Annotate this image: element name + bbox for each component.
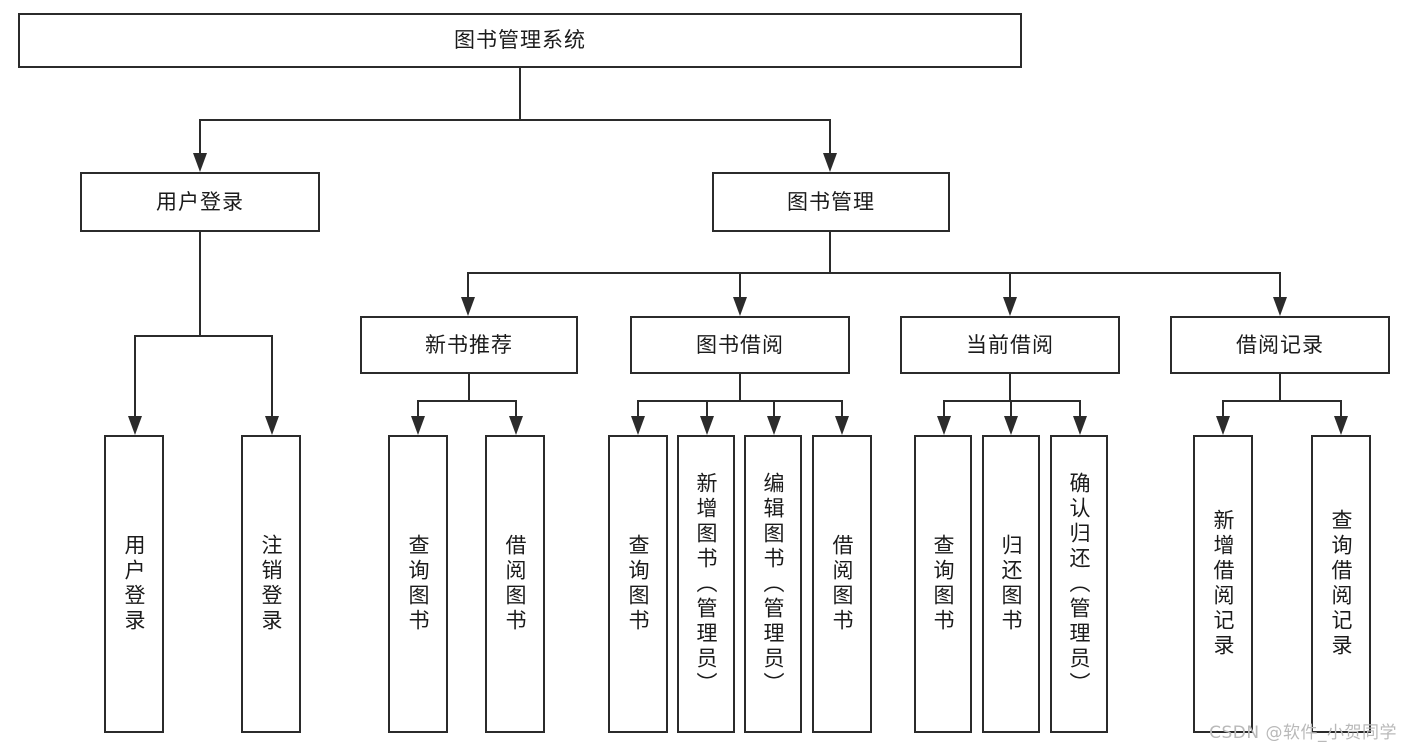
node-leaf-logout-label: 注销登录	[259, 534, 284, 634]
node-leaf-add-record[interactable]: 新增借阅记录	[1193, 435, 1253, 733]
node-user-login[interactable]: 用户登录	[80, 172, 320, 232]
connector-root-to-user-login	[199, 119, 201, 153]
node-root-label: 图书管理系统	[454, 28, 586, 53]
connector-user-login-stem	[199, 232, 201, 335]
connector-user-login-to-leaf-user-login	[134, 335, 136, 416]
connector-book-borrow-bus	[637, 400, 843, 402]
connector-current-borrow-stem	[1009, 374, 1011, 400]
watermark-text: CSDN @软件_小贺同学	[1209, 723, 1397, 743]
node-leaf-query-book-3-label: 查询图书	[931, 534, 956, 634]
arrowhead-root-to-user-login	[193, 153, 207, 172]
connector-root-bus	[199, 119, 831, 121]
connector-root-stem	[519, 68, 521, 119]
connector-current-borrow-to-leaf-1	[943, 400, 945, 416]
connector-book-manage-to-borrow-record	[1279, 272, 1281, 297]
node-leaf-add-book[interactable]: 新增图书（管理员）	[677, 435, 735, 733]
node-leaf-query-record-label: 查询借阅记录	[1329, 509, 1354, 659]
arrowhead-book-borrow-to-leaf-3	[767, 416, 781, 435]
arrowhead-borrow-record-to-leaf-1	[1216, 416, 1230, 435]
node-leaf-borrow-book-1[interactable]: 借阅图书	[485, 435, 545, 733]
arrowhead-user-login-to-leaf-logout	[265, 416, 279, 435]
node-new-book-rec[interactable]: 新书推荐	[360, 316, 578, 374]
node-new-book-rec-label: 新书推荐	[425, 332, 513, 357]
connector-book-manage-to-book-borrow	[739, 272, 741, 297]
node-current-borrow[interactable]: 当前借阅	[900, 316, 1120, 374]
arrowhead-book-borrow-to-leaf-4	[835, 416, 849, 435]
node-leaf-borrow-book-1-label: 借阅图书	[503, 534, 528, 634]
node-leaf-logout[interactable]: 注销登录	[241, 435, 301, 733]
arrowhead-user-login-to-leaf-user-login	[128, 416, 142, 435]
connector-book-borrow-to-leaf-4	[841, 400, 843, 416]
connector-borrow-record-to-leaf-1	[1222, 400, 1224, 416]
arrowhead-borrow-record-to-leaf-2	[1334, 416, 1348, 435]
connector-new-book-rec-stem	[468, 374, 470, 400]
node-leaf-borrow-book-2[interactable]: 借阅图书	[812, 435, 872, 733]
node-leaf-confirm-return-label: 确认归还（管理员）	[1067, 471, 1092, 697]
arrowhead-book-manage-to-borrow-record	[1273, 297, 1287, 316]
arrowhead-current-borrow-to-leaf-3	[1073, 416, 1087, 435]
connector-user-login-to-leaf-logout	[271, 335, 273, 416]
node-leaf-confirm-return[interactable]: 确认归还（管理员）	[1050, 435, 1108, 733]
connector-book-manage-to-new-book-rec	[467, 272, 469, 297]
node-leaf-borrow-book-2-label: 借阅图书	[830, 534, 855, 634]
arrowhead-book-manage-to-book-borrow	[733, 297, 747, 316]
connector-book-manage-bus	[467, 272, 1281, 274]
node-leaf-query-book-1[interactable]: 查询图书	[388, 435, 448, 733]
connector-borrow-record-to-leaf-2	[1340, 400, 1342, 416]
connector-root-to-book-manage	[829, 119, 831, 153]
connector-user-login-bus	[134, 335, 273, 337]
connector-new-book-rec-to-leaf-1	[417, 400, 419, 416]
node-leaf-user-login-label: 用户登录	[122, 534, 147, 634]
node-leaf-add-record-label: 新增借阅记录	[1211, 509, 1236, 659]
arrowhead-new-book-rec-to-leaf-2	[509, 416, 523, 435]
node-leaf-add-book-label: 新增图书（管理员）	[694, 471, 719, 697]
connector-book-manage-stem	[829, 232, 831, 272]
arrowhead-current-borrow-to-leaf-2	[1004, 416, 1018, 435]
node-book-borrow-label: 图书借阅	[696, 332, 784, 357]
connector-book-borrow-to-leaf-3	[773, 400, 775, 416]
node-leaf-user-login[interactable]: 用户登录	[104, 435, 164, 733]
node-leaf-return-book-label: 归还图书	[999, 534, 1024, 634]
connector-book-borrow-to-leaf-2	[706, 400, 708, 416]
connector-book-borrow-to-leaf-1	[637, 400, 639, 416]
arrowhead-book-borrow-to-leaf-1	[631, 416, 645, 435]
node-leaf-query-book-3[interactable]: 查询图书	[914, 435, 972, 733]
node-borrow-record-label: 借阅记录	[1236, 332, 1324, 357]
connector-book-borrow-stem	[739, 374, 741, 400]
arrowhead-book-manage-to-new-book-rec	[461, 297, 475, 316]
node-current-borrow-label: 当前借阅	[966, 332, 1054, 357]
node-book-manage[interactable]: 图书管理	[712, 172, 950, 232]
connector-borrow-record-bus	[1222, 400, 1342, 402]
connector-book-manage-to-current-borrow	[1009, 272, 1011, 297]
node-leaf-edit-book[interactable]: 编辑图书（管理员）	[744, 435, 802, 733]
node-borrow-record[interactable]: 借阅记录	[1170, 316, 1390, 374]
node-leaf-return-book[interactable]: 归还图书	[982, 435, 1040, 733]
connector-new-book-rec-bus	[417, 400, 517, 402]
arrowhead-root-to-book-manage	[823, 153, 837, 172]
node-leaf-query-book-1-label: 查询图书	[406, 534, 431, 634]
connector-borrow-record-stem	[1279, 374, 1281, 400]
connector-new-book-rec-to-leaf-2	[515, 400, 517, 416]
node-book-manage-label: 图书管理	[787, 189, 875, 214]
arrowhead-new-book-rec-to-leaf-1	[411, 416, 425, 435]
node-user-login-label: 用户登录	[156, 189, 244, 214]
connector-current-borrow-to-leaf-2	[1010, 400, 1012, 416]
node-book-borrow[interactable]: 图书借阅	[630, 316, 850, 374]
connector-current-borrow-to-leaf-3	[1079, 400, 1081, 416]
arrowhead-book-manage-to-current-borrow	[1003, 297, 1017, 316]
arrowhead-current-borrow-to-leaf-1	[937, 416, 951, 435]
node-leaf-query-record[interactable]: 查询借阅记录	[1311, 435, 1371, 733]
arrowhead-book-borrow-to-leaf-2	[700, 416, 714, 435]
node-leaf-edit-book-label: 编辑图书（管理员）	[761, 471, 786, 697]
node-leaf-query-book-2-label: 查询图书	[626, 534, 651, 634]
node-leaf-query-book-2[interactable]: 查询图书	[608, 435, 668, 733]
node-root[interactable]: 图书管理系统	[18, 13, 1022, 68]
